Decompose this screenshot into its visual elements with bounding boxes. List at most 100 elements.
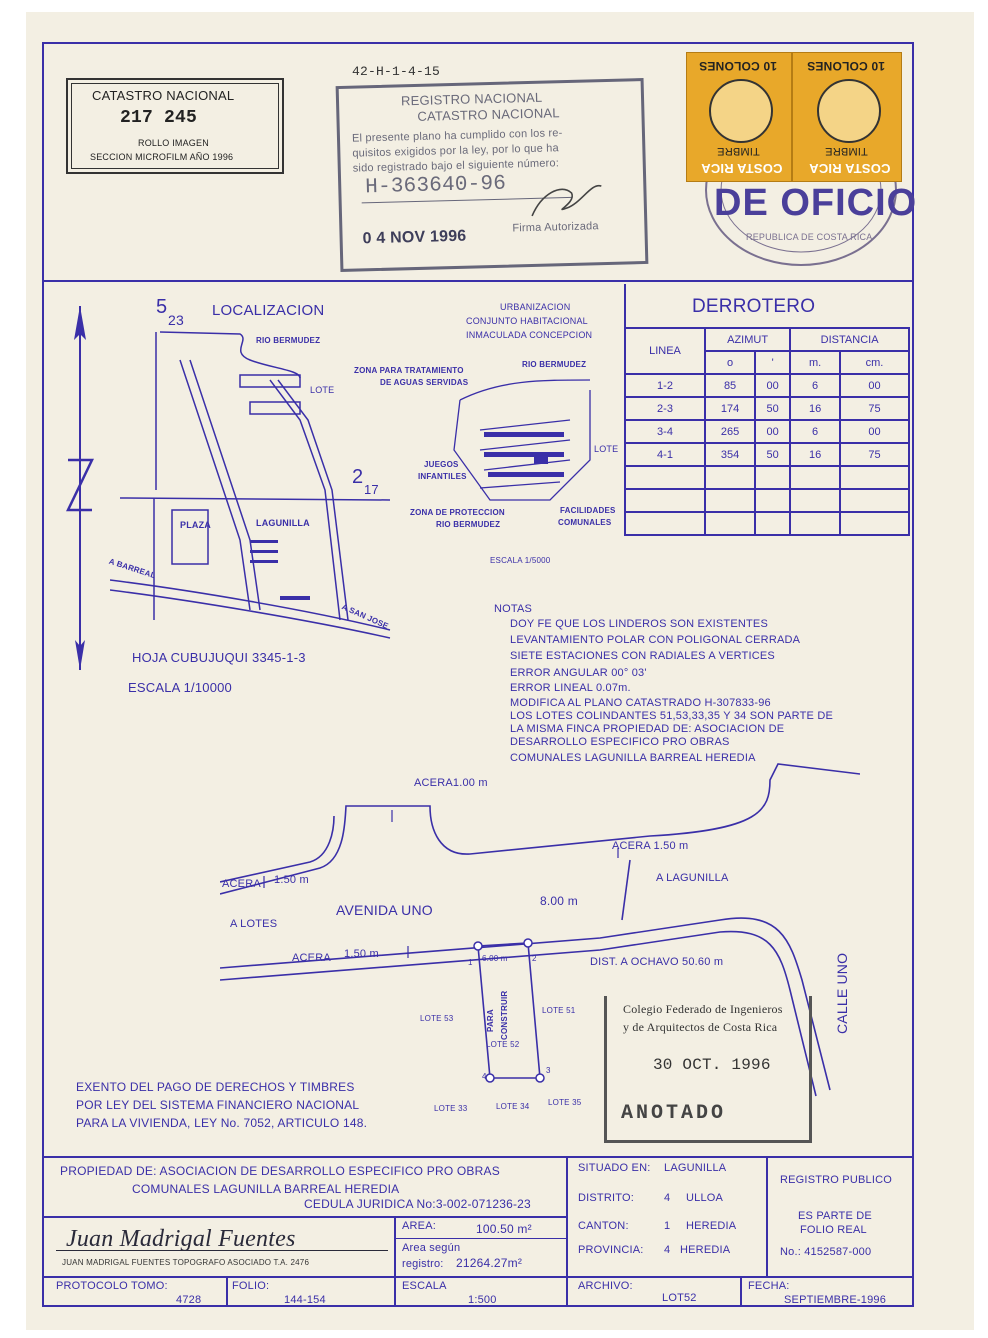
tax-stamp-1-country: COSTA RICA	[701, 161, 783, 176]
deg-cell: 174	[703, 396, 757, 421]
notas-line-5: ERROR LINEAL 0.07m.	[510, 682, 631, 694]
location-map	[110, 331, 391, 639]
derrotero-sub-cm: cm.	[839, 350, 910, 375]
loc-plaza-label: PLAZA	[180, 520, 211, 530]
registro-title-2: CATASTRO NACIONAL	[417, 105, 560, 124]
footer-canton-label: CANTON:	[578, 1220, 629, 1232]
tax-stamp-2-seal	[817, 79, 881, 143]
tax-stamp-1-label: TIMBRE	[717, 145, 760, 157]
footer-situado-value: LAGUNILLA	[664, 1162, 727, 1174]
cm-cell: 75	[839, 442, 910, 467]
footer-vsep-5	[740, 1276, 742, 1307]
registro-text-3: sido registrado bajo el siguiente número…	[352, 157, 560, 175]
exento-line-3: PARA LA VIVIENDA, LEY No. 7052, ARTICULO…	[76, 1116, 368, 1130]
urbanizacion-map	[453, 379, 591, 501]
derrotero-header: DERROTERO	[624, 284, 914, 328]
plan-point-3: 3	[546, 1066, 551, 1075]
notas-line-1: DOY FE QUE LOS LINDEROS SON EXISTENTES	[510, 618, 769, 630]
loc-hoja: HOJA CUBUJUQUI 3345-1-3	[132, 650, 306, 665]
north-arrow-icon	[66, 306, 94, 670]
derrotero-sub-m: m.	[789, 350, 841, 375]
colegio-line-2: y de Arquitectos de Costa Rica	[623, 1020, 778, 1034]
loc-rio-label: RIO BERMUDEZ	[256, 336, 321, 345]
footer-registro-publico: REGISTRO PUBLICO	[780, 1174, 892, 1186]
notas-line-9: DESARROLLO ESPECIFICO PRO OBRAS	[510, 736, 730, 748]
min-cell: 50	[754, 396, 792, 421]
tax-stamp-2-label: TIMBRE	[825, 145, 868, 157]
notas-line-4: ERROR ANGULAR 00° 03'	[510, 667, 647, 679]
urb-title-3: INMACULADA CONCEPCION	[466, 330, 593, 340]
colegio-stamp: Colegio Federado de Ingenieros y de Arqu…	[604, 996, 812, 1143]
footer-canton-value: HEREDIA	[686, 1220, 737, 1232]
footer-vsep-2	[566, 1156, 568, 1307]
linea-cell: 4-1	[624, 442, 706, 467]
footer-vsep-1	[394, 1216, 396, 1307]
footer-folio-no: No.: 4152587-000	[780, 1246, 872, 1258]
plan-acera-bottom-val: 1.50 m	[344, 948, 379, 960]
table-row: 1-2 85 00 6 00	[624, 373, 910, 398]
deg-cell: 265	[703, 419, 757, 444]
catastro-seccion: SECCION MICROFILM AÑO 1996	[90, 152, 234, 162]
urb-juegos-1: JUEGOS	[424, 460, 459, 469]
catastro-title: CATASTRO NACIONAL	[92, 88, 235, 103]
plan-avenida: AVENIDA UNO	[336, 902, 433, 918]
footer-es-parte: ES PARTE DE	[798, 1210, 872, 1222]
footer-protocolo-value: 4728	[176, 1294, 202, 1306]
table-row-empty	[624, 511, 910, 536]
footer-area-segun: Area según	[402, 1242, 461, 1254]
derrotero-table: LINEA AZIMUT DISTANCIA o ' m. cm. 1-2 85…	[624, 327, 910, 536]
tax-stamp-2-value: 10 COLONES	[807, 59, 886, 73]
urb-rio-label: RIO BERMUDEZ	[522, 360, 587, 369]
loc-escala: ESCALA 1/10000	[128, 680, 232, 695]
table-row-empty	[624, 465, 910, 490]
derrotero-col-linea: LINEA	[624, 327, 706, 375]
registro-date: 0 4 NOV 1996	[362, 227, 467, 248]
cm-cell: 00	[839, 419, 910, 444]
tax-stamp-2: 10 COLONES TIMBRE COSTA RICA	[792, 52, 902, 182]
plan-para: PARA	[486, 1009, 495, 1032]
plan-acera-bottom: ACERA	[292, 952, 331, 964]
footer-distrito-value: ULLOA	[686, 1192, 724, 1204]
cm-cell: 75	[839, 396, 910, 421]
footer-topografo: JUAN MADRIGAL FUENTES TOPOGRAFO ASOCIADO…	[62, 1258, 310, 1267]
urb-title-1: URBANIZACION	[500, 302, 571, 312]
derrotero-title: DERROTERO	[692, 296, 816, 317]
footer-registro-label: registro:	[402, 1258, 444, 1270]
localizacion-title: LOCALIZACION	[212, 302, 325, 319]
tax-stamp-2-country: COSTA RICA	[809, 161, 891, 176]
urb-fac-2: COMUNALES	[558, 518, 612, 527]
plan-acera-left: ACERA	[222, 878, 261, 890]
loc-lote-label: LOTE	[310, 385, 335, 395]
plan-point-4: 4	[482, 1072, 487, 1081]
footer-vsep-3	[766, 1156, 768, 1276]
table-row: 2-3 174 50 16 75	[624, 396, 910, 421]
plan-lote-33: LOTE 33	[434, 1104, 468, 1113]
notas-line-2: LEVANTAMIENTO POLAR CON POLIGONAL CERRAD…	[510, 634, 801, 646]
catastro-number: 217 245	[120, 108, 198, 128]
registro-signature	[531, 184, 602, 217]
footer-escala-label: ESCALA	[402, 1280, 447, 1292]
plan-construir: CONSTRUIR	[500, 990, 509, 1040]
deg-cell: 354	[703, 442, 757, 467]
tax-stamp-1-value: 10 COLONES	[699, 59, 778, 73]
linea-cell: 3-4	[624, 419, 706, 444]
plan-acera-top: ACERA1.00 m	[414, 777, 488, 789]
footer-folio-value: 144-154	[284, 1294, 326, 1306]
registro-stamp: REGISTRO NACIONAL CATASTRO NACIONAL El p…	[335, 78, 649, 272]
signature-line	[56, 1250, 388, 1251]
footer-area-line	[394, 1238, 568, 1239]
deg-cell: 85	[703, 373, 757, 398]
plan-to-lotes: A LOTES	[230, 918, 278, 930]
grid-2: 2	[352, 466, 364, 488]
footer-fecha-label: FECHA:	[748, 1280, 790, 1292]
footer-canton-num: 1	[664, 1220, 671, 1232]
m-cell: 16	[789, 442, 841, 467]
linea-cell: 1-2	[624, 373, 706, 398]
m-cell: 16	[789, 396, 841, 421]
footer-vsep-4	[226, 1276, 228, 1307]
tax-stamp-1-seal	[709, 79, 773, 143]
urb-prot-1: ZONA DE PROTECCION	[410, 508, 505, 517]
notas-line-8: LA MISMA FINCA PROPIEDAD DE: ASOCIACION …	[510, 723, 785, 735]
colegio-line-1: Colegio Federado de Ingenieros	[623, 1002, 783, 1016]
urb-zona-1: ZONA PARA TRATAMIENTO	[354, 366, 464, 375]
